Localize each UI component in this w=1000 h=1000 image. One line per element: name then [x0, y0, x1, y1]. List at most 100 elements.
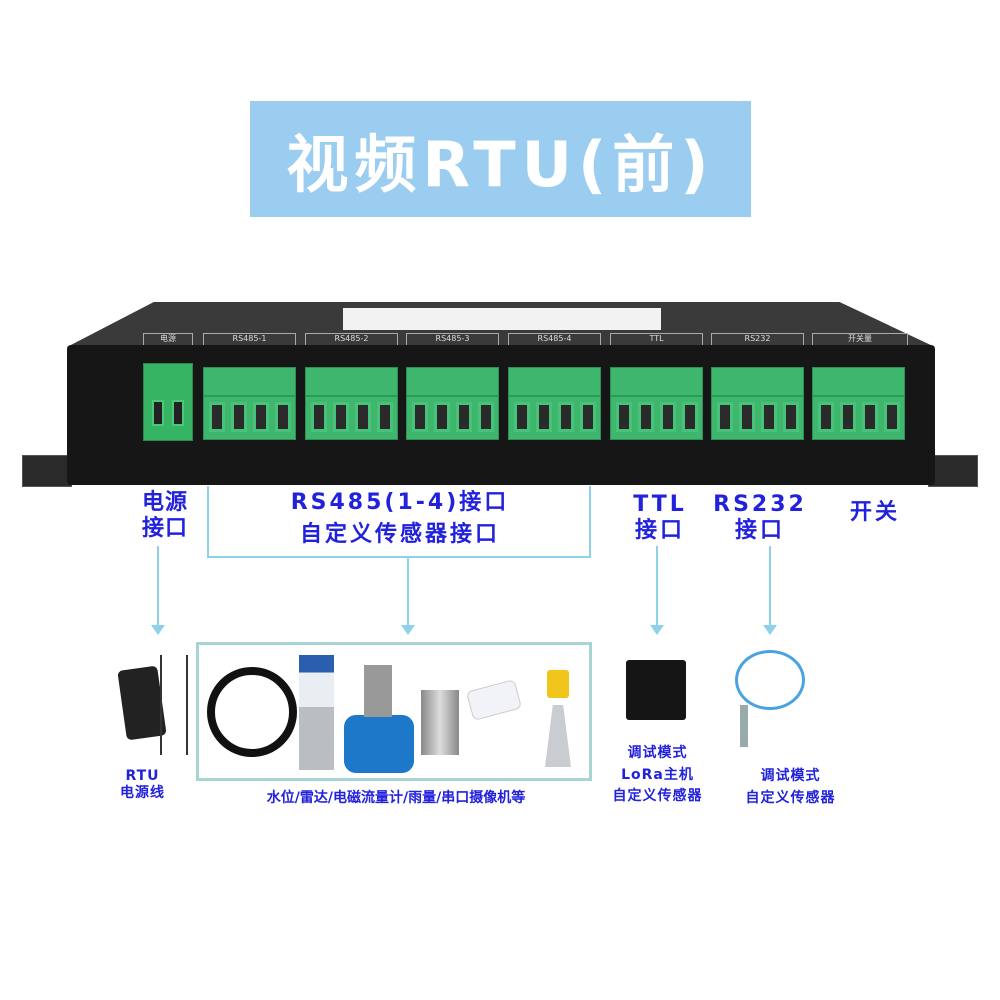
ttl-label-line1: TTL — [633, 492, 687, 517]
custom-sensor-label: 调试模式自定义传感器 — [728, 766, 853, 809]
silk-label-rs232: RS232 — [711, 333, 804, 345]
terminal-ridge — [813, 395, 904, 397]
terminal-slot — [761, 402, 777, 432]
terminal-block-ttl — [610, 367, 703, 440]
terminal-block-switch — [812, 367, 905, 440]
terminal-slot — [638, 402, 654, 432]
custom-line2: 自定义传感器 — [745, 789, 836, 806]
power-connector-line — [157, 546, 159, 626]
rs232-arrow-icon — [763, 625, 777, 635]
lora-line2: LoRa主机 — [621, 766, 694, 783]
power-arrow-icon — [151, 625, 165, 635]
terminal-slot — [311, 402, 327, 432]
terminal-slot — [275, 402, 291, 432]
terminal-slot — [818, 402, 834, 432]
rs485-arrow-icon — [401, 625, 415, 635]
device-flange-left — [22, 455, 72, 487]
power-cable-line1: RTU — [125, 768, 160, 784]
water-level-sensor-image — [207, 667, 297, 757]
device-body — [67, 345, 935, 485]
custom-sensor-image — [735, 650, 805, 710]
terminal-slot — [840, 402, 856, 432]
terminal-block-rs485-3 — [406, 367, 499, 440]
terminal-slot — [558, 402, 574, 432]
power-label-line2: 接口 — [141, 516, 188, 542]
power-cable-line2: 电源线 — [120, 784, 165, 801]
terminal-slot — [434, 402, 450, 432]
terminal-ridge — [407, 395, 498, 397]
radar-sensor-image — [547, 670, 569, 698]
lora-host-image — [626, 660, 686, 720]
terminal-block-rs485-2 — [305, 367, 398, 440]
terminal-slot — [717, 402, 733, 432]
rs485-connector-line — [407, 558, 409, 626]
terminal-slot — [355, 402, 371, 432]
terminal-slot — [682, 402, 698, 432]
terminal-slot — [660, 402, 676, 432]
terminal-slot — [884, 402, 900, 432]
device-flange-right — [928, 455, 978, 487]
silk-label-rs485-3: RS485-3 — [406, 333, 499, 345]
terminal-slot — [739, 402, 755, 432]
terminal-block-rs232 — [711, 367, 804, 440]
terminal-ridge — [509, 395, 600, 397]
terminal-slot — [514, 402, 530, 432]
custom-sensor-probe-image — [740, 705, 748, 747]
device-label-sticker — [343, 308, 661, 330]
ttl-label-line2: 接口 — [634, 518, 685, 544]
silk-label-rs485-2: RS485-2 — [305, 333, 398, 345]
flow-meter-head-image — [364, 665, 392, 717]
flow-meter-image — [344, 715, 414, 773]
terminal-slot — [616, 402, 632, 432]
terminal-slot — [412, 402, 428, 432]
ttl-arrow-icon — [650, 625, 664, 635]
terminal-slot — [209, 402, 225, 432]
rs485-bracket-right — [589, 486, 591, 558]
terminal-slot — [456, 402, 472, 432]
silk-label-power: 电源 — [143, 333, 193, 345]
terminal-slot — [231, 402, 247, 432]
lora-line1: 调试模式 — [627, 745, 688, 761]
terminal-slot — [253, 402, 269, 432]
ttl-connector-line — [656, 546, 658, 626]
power-label-line1: 电源 — [141, 490, 188, 515]
rs485-sub-label: 自定义传感器接口 — [299, 522, 500, 547]
terminal-slot — [536, 402, 552, 432]
rs485-bracket-left — [207, 486, 209, 558]
power-terminal — [143, 363, 193, 441]
terminal-slot — [862, 402, 878, 432]
silk-label-rs485-4: RS485-4 — [508, 333, 601, 345]
terminal-slot — [478, 402, 494, 432]
radar-horn-image — [545, 705, 571, 767]
serial-camera-image — [465, 679, 523, 721]
terminal-ridge — [611, 395, 702, 397]
terminal-ridge — [204, 395, 295, 397]
lora-line3: 自定义传感器 — [612, 788, 703, 805]
silk-label-ttl: TTL — [610, 333, 703, 345]
rs485-label: RS485(1-4)接口 — [290, 490, 510, 515]
sensor-image-box — [196, 642, 592, 781]
terminal-slot — [152, 400, 164, 426]
terminal-block-rs485-4 — [508, 367, 601, 440]
lora-label: 调试模式 LoRa主机自定义传感器 — [595, 743, 720, 808]
power-cable-image — [160, 655, 188, 755]
terminal-slot — [580, 402, 596, 432]
switch-label: 开关 — [849, 500, 900, 525]
silk-label-rs485-1: RS485-1 — [203, 333, 296, 345]
terminal-block-rs485-1 — [203, 367, 296, 440]
terminal-slot — [377, 402, 393, 432]
terminal-slot — [172, 400, 184, 426]
terminal-ridge — [306, 395, 397, 397]
rs232-connector-line — [769, 546, 771, 626]
terminal-slot — [333, 402, 349, 432]
terminal-ridge — [712, 395, 803, 397]
custom-line1: 调试模式 — [760, 768, 821, 784]
rain-gauge-image — [421, 690, 459, 755]
rs232-label-line1: RS232 — [713, 492, 807, 517]
title-banner: 视频RTU(前) — [250, 101, 751, 217]
silk-label-switch: 开关量 — [812, 333, 908, 345]
rs485-bracket-bottom — [207, 556, 591, 558]
